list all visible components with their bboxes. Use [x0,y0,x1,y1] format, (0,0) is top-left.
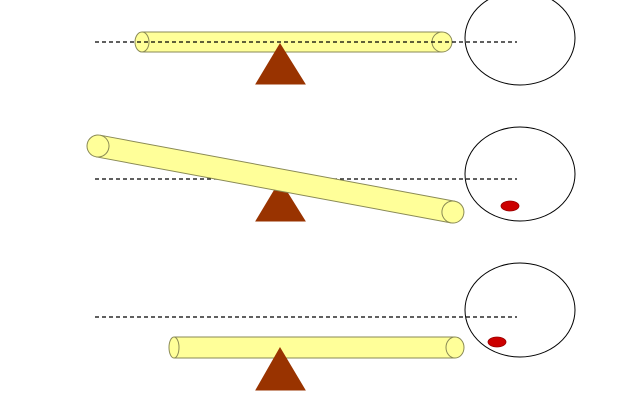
view-circle [464,126,576,222]
panel-middle [86,126,576,224]
beam-right-end [445,336,465,359]
beam-left-end [86,134,110,158]
beam-left-end [134,31,150,53]
beam-right-end [441,200,465,224]
red-dot [487,336,507,348]
view-circle [464,0,576,86]
fulcrum-triangle [255,347,306,391]
fulcrum-triangle [255,43,306,85]
view-circle [464,262,576,358]
fulcrum-triangle [255,180,306,222]
panel-bottom [95,262,576,391]
beam-left-end [168,336,180,359]
beam-body [173,336,456,359]
red-dot [500,200,520,212]
panel-top [95,0,576,86]
beam-tilted [86,134,465,224]
beam-lowered [168,336,465,359]
beam-body [95,134,456,224]
